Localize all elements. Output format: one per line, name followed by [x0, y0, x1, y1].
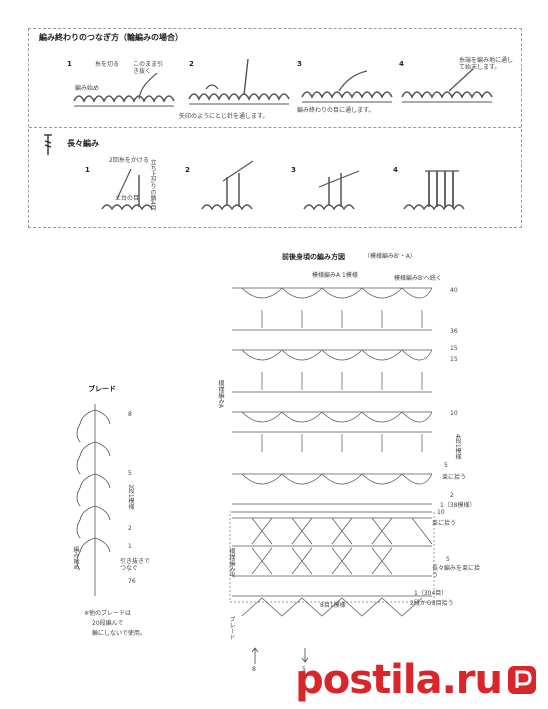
- treble-step-1-number: 1: [85, 166, 90, 174]
- braid-label-8: 8: [128, 411, 132, 418]
- row-label-36: 36: [450, 328, 458, 335]
- join-step-2-illustration: [188, 58, 290, 105]
- braid-bottom-label: ブレード: [228, 616, 235, 640]
- join-step-4-illustration: [401, 68, 493, 103]
- join-step-2-note: 矢印のようにとじ針を通します。: [179, 113, 269, 120]
- finish-join-title: 編み終わりのつなぎ方（輪編みの場合）: [39, 33, 183, 42]
- join-step-3-note: 編み終わりの目に通します。: [297, 107, 375, 114]
- treble-step-4-number: 4: [393, 166, 398, 174]
- body-stitch-chart: [229, 287, 435, 617]
- treble-crochet-title: 長々編み: [67, 139, 99, 148]
- join-step-4-number: 4: [399, 60, 404, 68]
- panel-divider: [29, 127, 521, 128]
- join-step-1-note-c: 編み始め: [75, 85, 100, 92]
- row-label-10b: 10: [437, 509, 445, 516]
- pattern-b-side-label: 模様編みB': [228, 548, 235, 578]
- treble-step-1-note-c: 立ち上がりの鎖4目: [149, 159, 156, 211]
- bottom-number-5: 5: [302, 666, 306, 673]
- watermark-text: postila.ru: [295, 657, 503, 703]
- treble-step-1-note-a: 2回糸をかける: [109, 157, 149, 164]
- join-step-3-number: 3: [297, 60, 302, 68]
- row-label-40: 40: [450, 287, 458, 294]
- treble-step-2-illustration: [201, 160, 254, 211]
- join-step-2-number: 2: [189, 60, 194, 68]
- braid-two-rows-note: 2段1模様: [127, 484, 134, 510]
- braid-label-5: 5: [128, 470, 132, 477]
- braid-footnote-1: ※他のブレードは: [84, 610, 132, 617]
- bottom-arrows: [251, 647, 309, 664]
- four-rows-one-pattern-note: 4段1模様: [454, 434, 461, 460]
- stitch-count-304: 1（304目）: [414, 590, 448, 597]
- pick-bundle-note-b: 束に拾う: [432, 520, 457, 527]
- row-label-15b: 15: [450, 356, 458, 363]
- pattern-a-repeat-label: 模様編みA 1模様: [312, 272, 358, 279]
- treble-step-1-illustration: [101, 168, 153, 211]
- treble-step-3-illustration: [303, 170, 360, 211]
- braid-title: ブレード: [88, 385, 116, 393]
- to-pattern-b-label: 模様編みB'へ続く: [394, 275, 442, 282]
- treble-crochet-symbol: [44, 134, 52, 155]
- braid-slip-join-note: 引き抜きでつなぐ: [120, 558, 151, 572]
- eight-stitch-repeat-label: 8目1模様: [320, 602, 346, 609]
- braid-start-note: 編み始め: [72, 546, 79, 570]
- body-chart-title: 前後身頃の編み方図: [282, 253, 345, 261]
- join-step-1-note-b: このまま引き抜く: [133, 61, 164, 75]
- postila-logo-icon: [508, 666, 536, 694]
- braid-label-1: 1: [128, 543, 132, 550]
- treble-step-3-number: 3: [291, 166, 296, 174]
- pattern-a-side-label: 模様編みA: [217, 380, 224, 409]
- treble-step-2-number: 2: [185, 166, 190, 174]
- join-step-4-note: 糸端を編み地に通して始末します。: [459, 57, 514, 71]
- body-chart-subtitle: （模様編みB'・A）: [364, 253, 416, 260]
- pick-bundle-note-a: 束に拾う: [442, 474, 467, 481]
- pattern-count-38: 1（38模様）: [440, 502, 476, 509]
- join-step-1-number: 1: [67, 60, 72, 68]
- join-step-3-illustration: [301, 70, 393, 103]
- treble-step-4-illustration: [403, 170, 465, 211]
- row-label-10: 10: [450, 410, 458, 417]
- braid-footnote-2: 20段編んで: [92, 620, 124, 627]
- braid-footnote-3: 輪にしないで使用。: [92, 630, 146, 637]
- bottom-number-8: 8: [252, 666, 256, 673]
- treble-step-1-note-b: 土台の目: [115, 195, 140, 202]
- braid-label-76: 76: [128, 578, 136, 585]
- join-step-1-note-a: 糸を切る: [95, 61, 120, 68]
- row-label-5: 5: [444, 462, 448, 469]
- braid-stitch-chart: [76, 404, 111, 596]
- join-step-1-illustration: [73, 72, 175, 107]
- technique-panel: 編み終わりのつなぎ方（輪編みの場合） 1 糸を切る このまま引き抜く 編み始め …: [28, 28, 522, 228]
- pick-from-second-row-note: 2段から8目拾う: [410, 600, 454, 607]
- row-b-5: 5: [446, 556, 450, 563]
- row-label-2: 2: [450, 492, 454, 499]
- row-label-15a: 15: [450, 345, 458, 352]
- treble-pick-bundle-note: 長々編みを束に拾う: [432, 565, 481, 579]
- postila-watermark: postila.ru: [295, 657, 538, 703]
- braid-label-2: 2: [128, 525, 132, 532]
